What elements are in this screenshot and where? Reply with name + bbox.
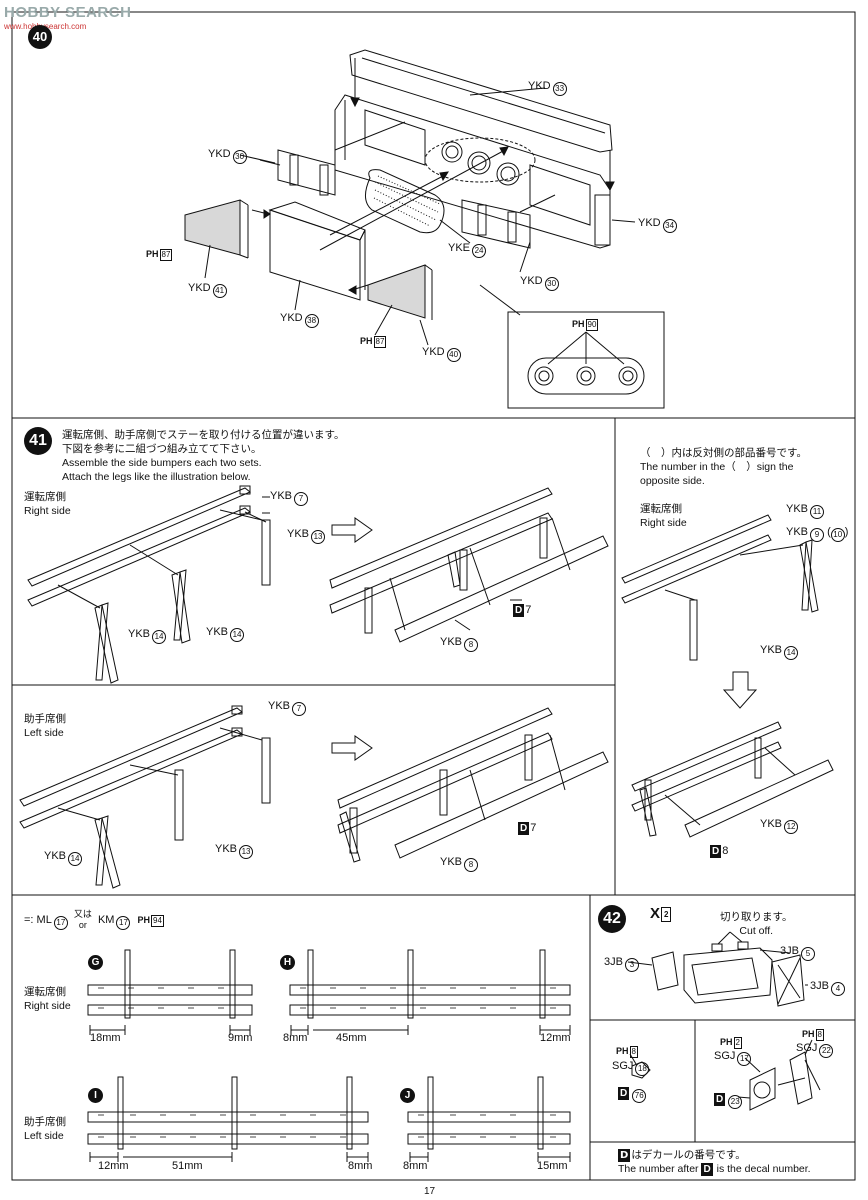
console-box <box>268 201 366 301</box>
right-panel-heading: 運転席側 Right side <box>640 503 687 529</box>
dash-top-cover <box>349 49 613 153</box>
watermark: HOBBY SEARCH www.hobbysearch.com <box>4 4 131 31</box>
dash-grille <box>365 169 445 234</box>
left-side-heading: 助手席側 Left side <box>24 713 66 739</box>
dim-i-2: 51mm <box>172 1160 203 1172</box>
rail-slots <box>98 987 556 1138</box>
dim-g-1: 18mm <box>90 1032 121 1044</box>
brand-logo: HOBBY SEARCH <box>4 4 132 21</box>
next-arrow-2 <box>331 735 373 761</box>
bumper-assembled-right-panel <box>631 721 834 838</box>
next-arrow-1 <box>331 517 373 543</box>
sgj17-part <box>749 1067 776 1111</box>
rail-h <box>289 949 571 1035</box>
bumper-legs-right-a <box>94 511 271 684</box>
rail-h-badge: H <box>280 955 295 970</box>
side-bracket-left <box>277 149 336 196</box>
bumper-assembled-left <box>337 707 609 863</box>
toolbox-lid <box>651 951 679 991</box>
step-42-badge: 42 <box>598 905 626 933</box>
right-side-heading: 運転席側 Right side <box>24 491 71 517</box>
gusset-left <box>184 199 249 259</box>
opposite-note: （ ）内は反対側の部品番号です。 The number in the（ ）sig… <box>640 447 807 487</box>
dim-h-2: 45mm <box>336 1032 367 1044</box>
dim-j-1: 8mm <box>403 1160 428 1172</box>
rail-g-badge: G <box>88 955 103 970</box>
dim-i-1: 12mm <box>98 1160 129 1172</box>
rail-g <box>87 949 253 1035</box>
rails-right-heading: 運転席側 Right side <box>24 986 71 1012</box>
rail-j <box>407 1076 571 1162</box>
dim-g-2: 9mm <box>228 1032 253 1044</box>
brand-url: www.hobbysearch.com <box>4 22 131 31</box>
toolbox <box>683 941 773 1004</box>
step-40-badge: 40 <box>28 25 52 49</box>
page-frame <box>11 11 856 1181</box>
rail-i-badge: I <box>88 1088 103 1103</box>
gusset-right <box>367 264 433 320</box>
dash-panel <box>334 94 611 249</box>
rail-i <box>87 1076 369 1162</box>
bumper-rails-right-a <box>27 485 251 607</box>
sgj22-part <box>777 1051 821 1105</box>
rails-left-heading: 助手席側 Left side <box>24 1116 66 1142</box>
cut-note: 切り取ります。 Cut off. <box>720 911 793 937</box>
bumper-assembled-right <box>329 487 609 643</box>
dim-h-1: 8mm <box>283 1032 308 1044</box>
side-bracket-right <box>461 199 531 249</box>
step41-instructions: 運転席側、助手席側でステーを取り付ける位置が違います。 下図を参考に二組づつ組み… <box>62 429 345 483</box>
dim-h-3: 12mm <box>540 1032 571 1044</box>
page-number: 17 <box>424 1186 436 1197</box>
down-arrow <box>722 671 758 709</box>
rail-j-badge: J <box>400 1088 415 1103</box>
step-41-badge: 41 <box>24 427 52 455</box>
toolbox-side <box>771 954 805 1007</box>
dim-j-2: 15mm <box>537 1160 568 1172</box>
dim-i-3: 8mm <box>348 1160 373 1172</box>
